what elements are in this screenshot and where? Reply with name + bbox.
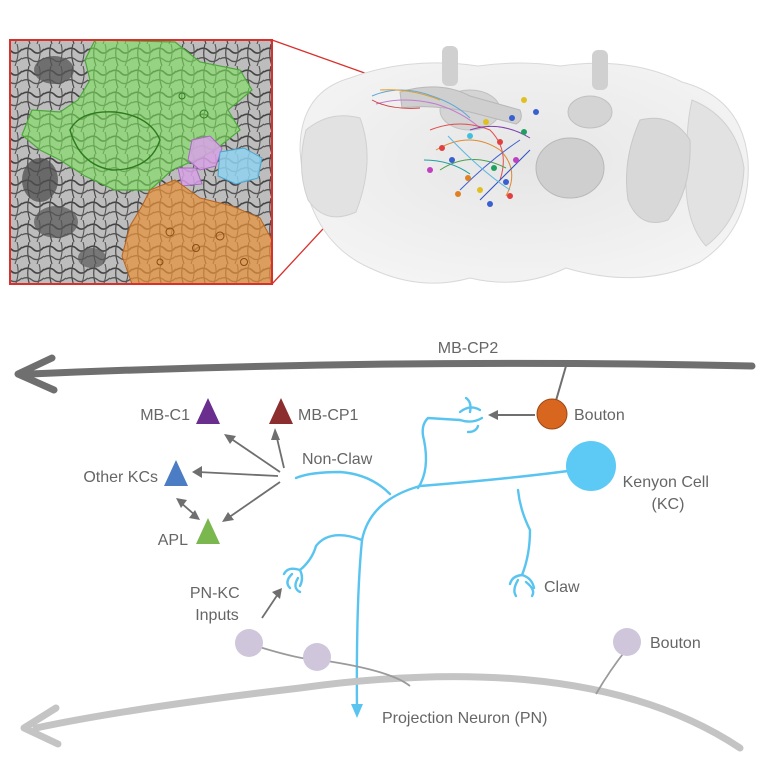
kc-main-trunk	[355, 466, 592, 712]
pn-bouton-circle	[303, 643, 331, 671]
kenyon-cell-label: Kenyon Cell (KC)	[623, 474, 714, 513]
claw-label: Claw	[544, 579, 580, 596]
pn-kc-inputs-label: PN-KC Inputs	[190, 585, 244, 624]
mb-c1-triangle	[196, 398, 220, 424]
mb-cp2-label: MB-CP2	[438, 340, 499, 357]
em-mitochondrion	[34, 56, 74, 84]
apl-triangle	[196, 518, 220, 544]
em-mitochondrion	[34, 206, 78, 238]
em-vesicle	[165, 227, 175, 237]
apl-label: APL	[158, 532, 188, 549]
kc-branch-top	[416, 416, 462, 490]
pn-kc-label-line2: Inputs	[195, 607, 239, 624]
pn-axon-arrow	[32, 673, 744, 752]
claw-left	[282, 567, 304, 594]
bouton-right-label: Bouton	[650, 635, 701, 652]
mb-c1-label: MB-C1	[140, 407, 190, 424]
brain-optic-lobe-left	[300, 115, 368, 218]
pn-kc-label-line1: PN-KC	[190, 585, 240, 602]
brain-rendering	[299, 46, 749, 284]
kc-branch-nonclaw	[294, 470, 392, 496]
mb-cp1-label: MB-CP1	[298, 407, 359, 424]
em-vesicle	[240, 258, 248, 266]
non-claw-label: Non-Claw	[302, 451, 373, 468]
mb-cp1-triangle	[269, 398, 293, 424]
other-kcs-label: Other KCs	[83, 469, 158, 486]
em-vesicle	[192, 244, 200, 252]
brain-outline	[299, 62, 749, 284]
bouton-stalk	[554, 365, 567, 405]
bouton-to-claw-arrowhead	[488, 410, 498, 420]
kenyon-cell-arbor	[282, 396, 592, 712]
pn-kc-input-arrowhead	[272, 588, 282, 599]
claw-right	[508, 573, 536, 598]
projection-neuron-label: Projection Neuron (PN)	[382, 710, 547, 727]
pn-kc-input-arrow	[261, 593, 279, 619]
other-kcs-triangle	[164, 460, 188, 486]
pn-bouton-circle	[613, 628, 641, 656]
mb-cp2-arrowhead	[14, 354, 58, 394]
neuron-tangle	[371, 89, 531, 201]
kc-branch-left	[298, 534, 364, 572]
kenyon-cell-label-line1: Kenyon Cell	[623, 474, 709, 491]
em-segment-blue	[217, 147, 263, 185]
pn-axon-arrowhead	[20, 704, 62, 748]
em-vesicle	[199, 109, 209, 119]
em-vesicle	[156, 258, 164, 266]
non-claw-output-arrows	[192, 428, 285, 522]
kenyon-cell-body	[566, 441, 616, 491]
kenyon-cell-label-line2: (KC)	[652, 496, 685, 513]
em-mitochondrion	[78, 248, 106, 268]
em-segment-purple-small	[177, 167, 203, 187]
bouton-top-circle	[536, 398, 568, 430]
em-inset-border	[9, 39, 273, 285]
brain-lobe-inner	[626, 117, 691, 223]
claw-top	[458, 396, 484, 434]
em-segment-green-nucleus	[69, 111, 161, 171]
kc-trunk-arrowhead	[351, 704, 363, 718]
brain-mushroom-body-lobe	[535, 137, 605, 199]
brain-vertical-lobe	[442, 46, 458, 86]
em-vesicle	[215, 231, 225, 241]
brain-mushroom-body-lobe	[567, 95, 613, 129]
kc-branch-right	[516, 488, 532, 577]
em-vesicle	[178, 92, 186, 100]
mb-cp2-arrow	[26, 359, 756, 378]
bouton-spheres	[427, 97, 539, 207]
em-segment-orange	[121, 179, 272, 284]
kc-apl-double-arrow	[176, 498, 200, 520]
em-mitochondrion	[22, 158, 58, 202]
brain-vertical-lobe	[592, 50, 608, 90]
em-segment-purple	[187, 135, 223, 171]
pn-bouton-circle	[235, 629, 263, 657]
em-inset-image	[9, 39, 273, 285]
bouton-top-label: Bouton	[574, 407, 625, 424]
